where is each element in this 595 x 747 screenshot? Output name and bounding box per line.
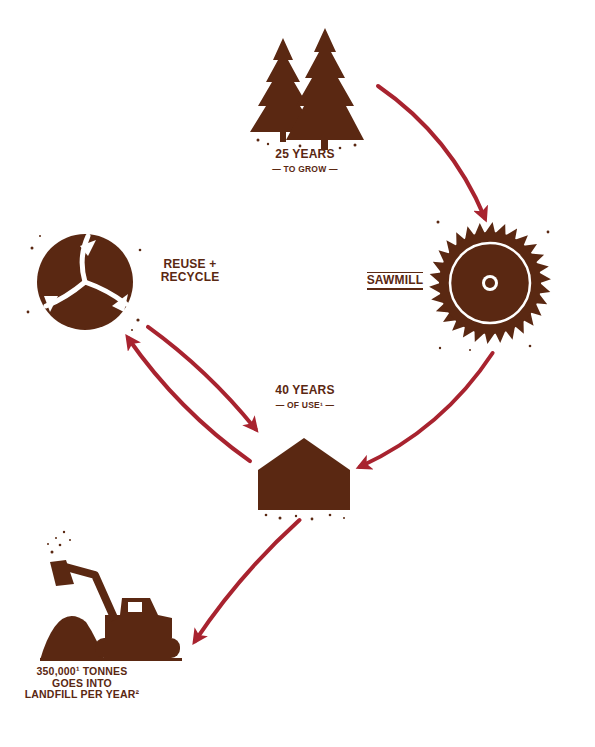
stage-label: SAWMILL [367,272,424,290]
saw-blade-icon [429,221,551,352]
house-icon [258,438,350,520]
sawmill-node: SAWMILL [362,218,554,353]
flow-arrow [195,520,300,641]
flow-arrow [378,86,485,218]
duration-heading: 25 YEARS [275,148,334,161]
recycle-node: REUSE + RECYCLE [28,226,228,338]
stage-label: REUSE + RECYCLE [161,258,220,284]
duration-subtitle: — OF USE¹ — [276,401,334,410]
landfill-statistic: 350,000¹ TONNES GOES INTO LANDFILL PER Y… [12,666,152,701]
tree-icon [250,28,364,151]
flow-arrow [360,353,493,467]
tree-node: 25 YEARS — TO GROW — [238,18,378,188]
excavator-icon [40,531,182,661]
duration-subtitle: — TO GROW — [272,165,337,174]
recycle-icon [27,234,142,331]
house-node: 40 YEARS — OF USE¹ — [250,380,360,520]
duration-heading: 40 YEARS [275,384,334,397]
landfill-node: 350,000¹ TONNES GOES INTO LANDFILL PER Y… [10,530,195,725]
flow-arrow [148,327,256,429]
